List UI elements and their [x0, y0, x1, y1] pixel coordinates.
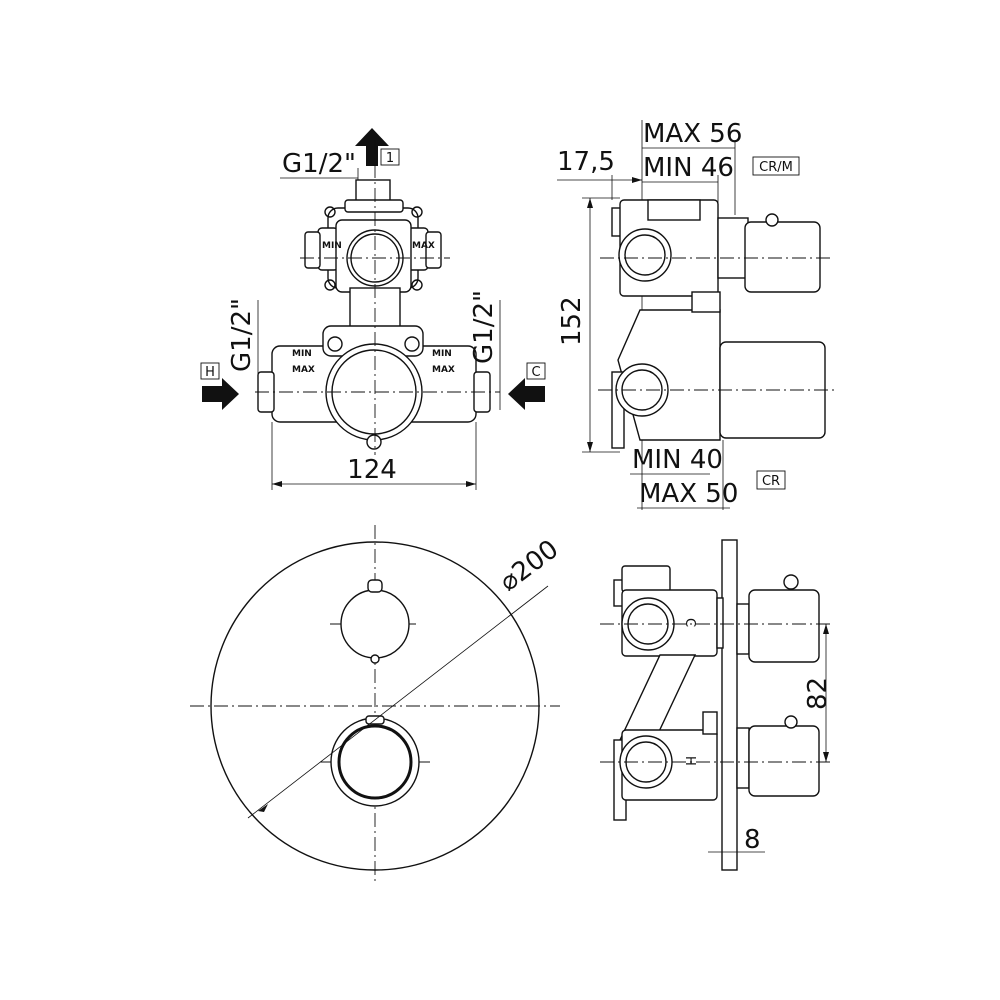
top-outlet-nozzle [355, 179, 391, 203]
cold-inlet-arrow-icon [508, 378, 545, 410]
max-top-label: MAX 56 [643, 119, 742, 149]
width-dim-label: 124 [347, 455, 397, 485]
cr-tag-box [756, 470, 786, 490]
crm-tag: CR/M [759, 160, 793, 175]
upper-body-finished: C [613, 565, 820, 663]
crm-tag-box [752, 156, 800, 176]
wall-plate [721, 539, 738, 871]
front-view: 1 G1/2" MIN MAX [200, 128, 546, 490]
hot-inlet-arrow-icon [202, 378, 239, 410]
min-bottom-label: MIN 40 [632, 445, 723, 475]
finished-side-view: C H 82 8 [600, 539, 833, 871]
upper-max-text: MAX [412, 241, 435, 251]
body-connector [618, 654, 697, 741]
handle-mark-bottom: H [682, 756, 697, 766]
lower-right-min-text: MIN [432, 349, 452, 359]
outlet-tag-box [380, 148, 400, 166]
height-dim-label: 152 [557, 296, 587, 346]
hot-tag: H [205, 365, 215, 380]
cold-tag: C [531, 365, 540, 380]
cold-tag-box [526, 362, 546, 380]
upper-body-side [600, 199, 830, 297]
outlet-arrow-icon [355, 128, 389, 166]
handle-mark-top: C [682, 618, 697, 627]
spacing-dim-label: 82 [803, 677, 833, 710]
upper-diverter-body: MIN MAX [304, 199, 442, 331]
plate-view: ⌀200 [190, 525, 564, 885]
top-thread-label: G1/2" [282, 149, 356, 179]
outlet-tag: 1 [386, 151, 394, 166]
offset-dim-label: 17,5 [557, 147, 615, 177]
diameter-dim-label: ⌀200 [494, 534, 564, 597]
side-view: MAX 56 MIN 46 17,5 CR/M 152 [557, 119, 835, 510]
upper-min-text: MIN [322, 241, 342, 251]
lower-left-max-text: MAX [292, 365, 315, 375]
left-thread-label: G1/2" [227, 298, 257, 372]
lower-right-max-text: MAX [432, 365, 455, 375]
diverter-knob-front [340, 579, 410, 664]
max-bottom-label: MAX 50 [639, 479, 738, 509]
diameter-leader [247, 585, 549, 819]
lower-mixer-body: MIN MAX MIN MAX [257, 325, 491, 450]
hot-tag-box [200, 362, 220, 380]
lower-body-side [598, 291, 835, 449]
min-top-label: MIN 46 [643, 153, 734, 183]
width-dimension [271, 422, 477, 490]
thermostat-knob-front [330, 715, 420, 807]
plate-thickness-dim-label: 8 [744, 825, 761, 855]
right-thread-label: G1/2" [469, 290, 499, 364]
cr-tag: CR [762, 474, 780, 489]
lower-left-min-text: MIN [292, 349, 312, 359]
